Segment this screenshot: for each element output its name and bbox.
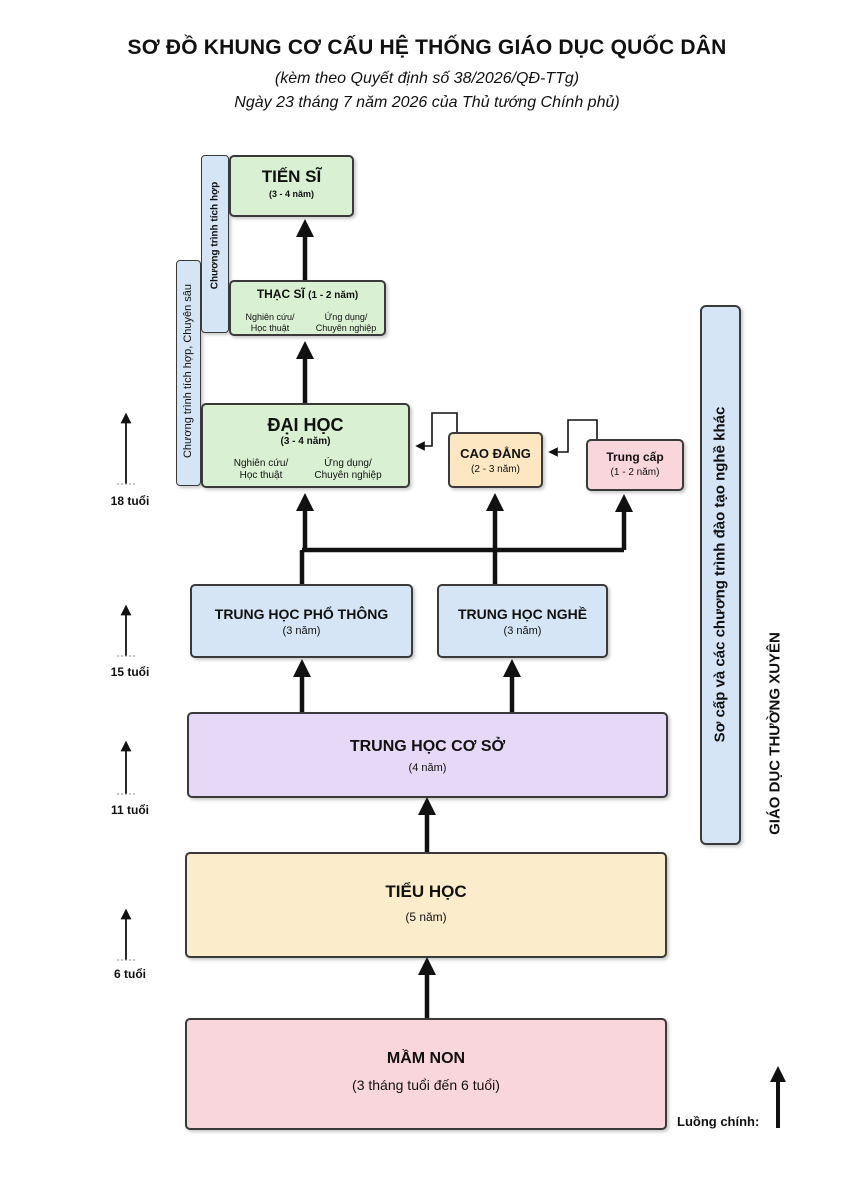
legend-label: Luồng chính:: [677, 1114, 760, 1129]
masters-duration: (1 - 2 năm): [308, 290, 359, 301]
lower-secondary-box: TRUNG HỌC CƠ SỞ (4 năm): [187, 712, 668, 798]
masters-applied-track: Ứng dụng/Chuyên nghiệp: [315, 312, 377, 333]
college-duration: (2 - 3 năm): [471, 464, 520, 475]
vocational-programs-band: [700, 305, 741, 845]
doctorate-box: TIẾN SĨ (3 - 4 năm): [229, 155, 354, 217]
university-applied-track: Ứng dụng/Chuyên nghiệp: [314, 458, 382, 481]
integrated-label: Chương trình tích hợp: [209, 181, 221, 290]
primary-duration: (5 năm): [405, 910, 447, 924]
arrow-caodang-daihoc: [415, 412, 458, 451]
primary-box: TIỂU HỌC (5 năm): [185, 852, 667, 958]
intermediate-duration: (1 - 2 năm): [610, 467, 660, 478]
intermediate-box: Trung cấp (1 - 2 năm): [586, 439, 684, 491]
page-title: SƠ ĐỒ KHUNG CƠ CẤU HỆ THỐNG GIÁO DỤC QUỐ…: [127, 36, 727, 59]
integrated-band: [201, 155, 229, 333]
intermediate-title: Trung cấp: [606, 450, 664, 464]
arrow-trungcap-caodang: [548, 419, 598, 457]
preschool-duration: (3 tháng tuổi đến 6 tuổi): [352, 1077, 500, 1093]
college-box: CAO ĐẲNG (2 - 3 năm): [448, 432, 543, 488]
primary-title: TIỂU HỌC: [385, 882, 467, 901]
lower-secondary-title: TRUNG HỌC CƠ SỞ: [349, 738, 506, 755]
vocational-high-school-title: TRUNG HỌC NGHỀ: [457, 606, 588, 622]
preschool-title: MẦM NON: [386, 1050, 466, 1067]
masters-title: THẠC SĨ: [256, 287, 305, 301]
preschool-box: MẦM NON (3 tháng tuổi đến 6 tuổi): [185, 1018, 667, 1130]
lower-secondary-duration: (4 năm): [408, 762, 447, 774]
age-label-6: 6 tuổi: [114, 967, 146, 981]
age-label-15: 15 tuổi: [110, 665, 150, 679]
vocational-high-school-duration: (3 năm): [503, 625, 542, 637]
masters-research-track: Nghiên cứu/Học thuật: [245, 312, 295, 333]
date-subtitle: Ngày 23 tháng 7 năm 2026 của Thủ tướng C…: [234, 94, 620, 111]
integrated-specialized-band: [176, 260, 201, 486]
age-label-11: 11 tuổi: [110, 803, 149, 817]
university-box: ĐẠI HỌC (3 - 4 năm) Nghiên cứu/Học thuật…: [201, 403, 410, 488]
vocational-programs-label: Sơ cấp và các chương trình đào tạo nghề …: [711, 406, 729, 743]
high-school-title: TRUNG HỌC PHỔ THÔNG: [214, 606, 389, 622]
integrated-specialized-label: Chương trình tích hợp, Chuyên sâu: [182, 283, 194, 459]
high-school-box: TRUNG HỌC PHỔ THÔNG (3 năm): [190, 584, 413, 658]
age-label-18: 18 tuổi: [110, 494, 150, 508]
high-school-duration: (3 năm): [282, 625, 321, 637]
masters-box: THẠC SĨ (1 - 2 năm) Nghiên cứu/Học thuật…: [229, 280, 386, 336]
doctorate-duration: (3 - 4 năm): [268, 189, 314, 199]
university-title: ĐẠI HỌC: [267, 415, 344, 435]
decision-subtitle: (kèm theo Quyết định số 38/2026/QĐ-TTg): [274, 70, 580, 87]
continuing-education-label: GIÁO DỤC THƯỜNG XUYÊN: [766, 632, 784, 835]
college-title: CAO ĐẲNG: [460, 446, 531, 461]
vocational-high-school-box: TRUNG HỌC NGHỀ (3 năm): [437, 584, 608, 658]
university-research-track: Nghiên cứu/Học thuật: [233, 458, 289, 481]
university-duration: (3 - 4 năm): [280, 436, 331, 447]
doctorate-title: TIẾN SĨ: [261, 167, 322, 186]
